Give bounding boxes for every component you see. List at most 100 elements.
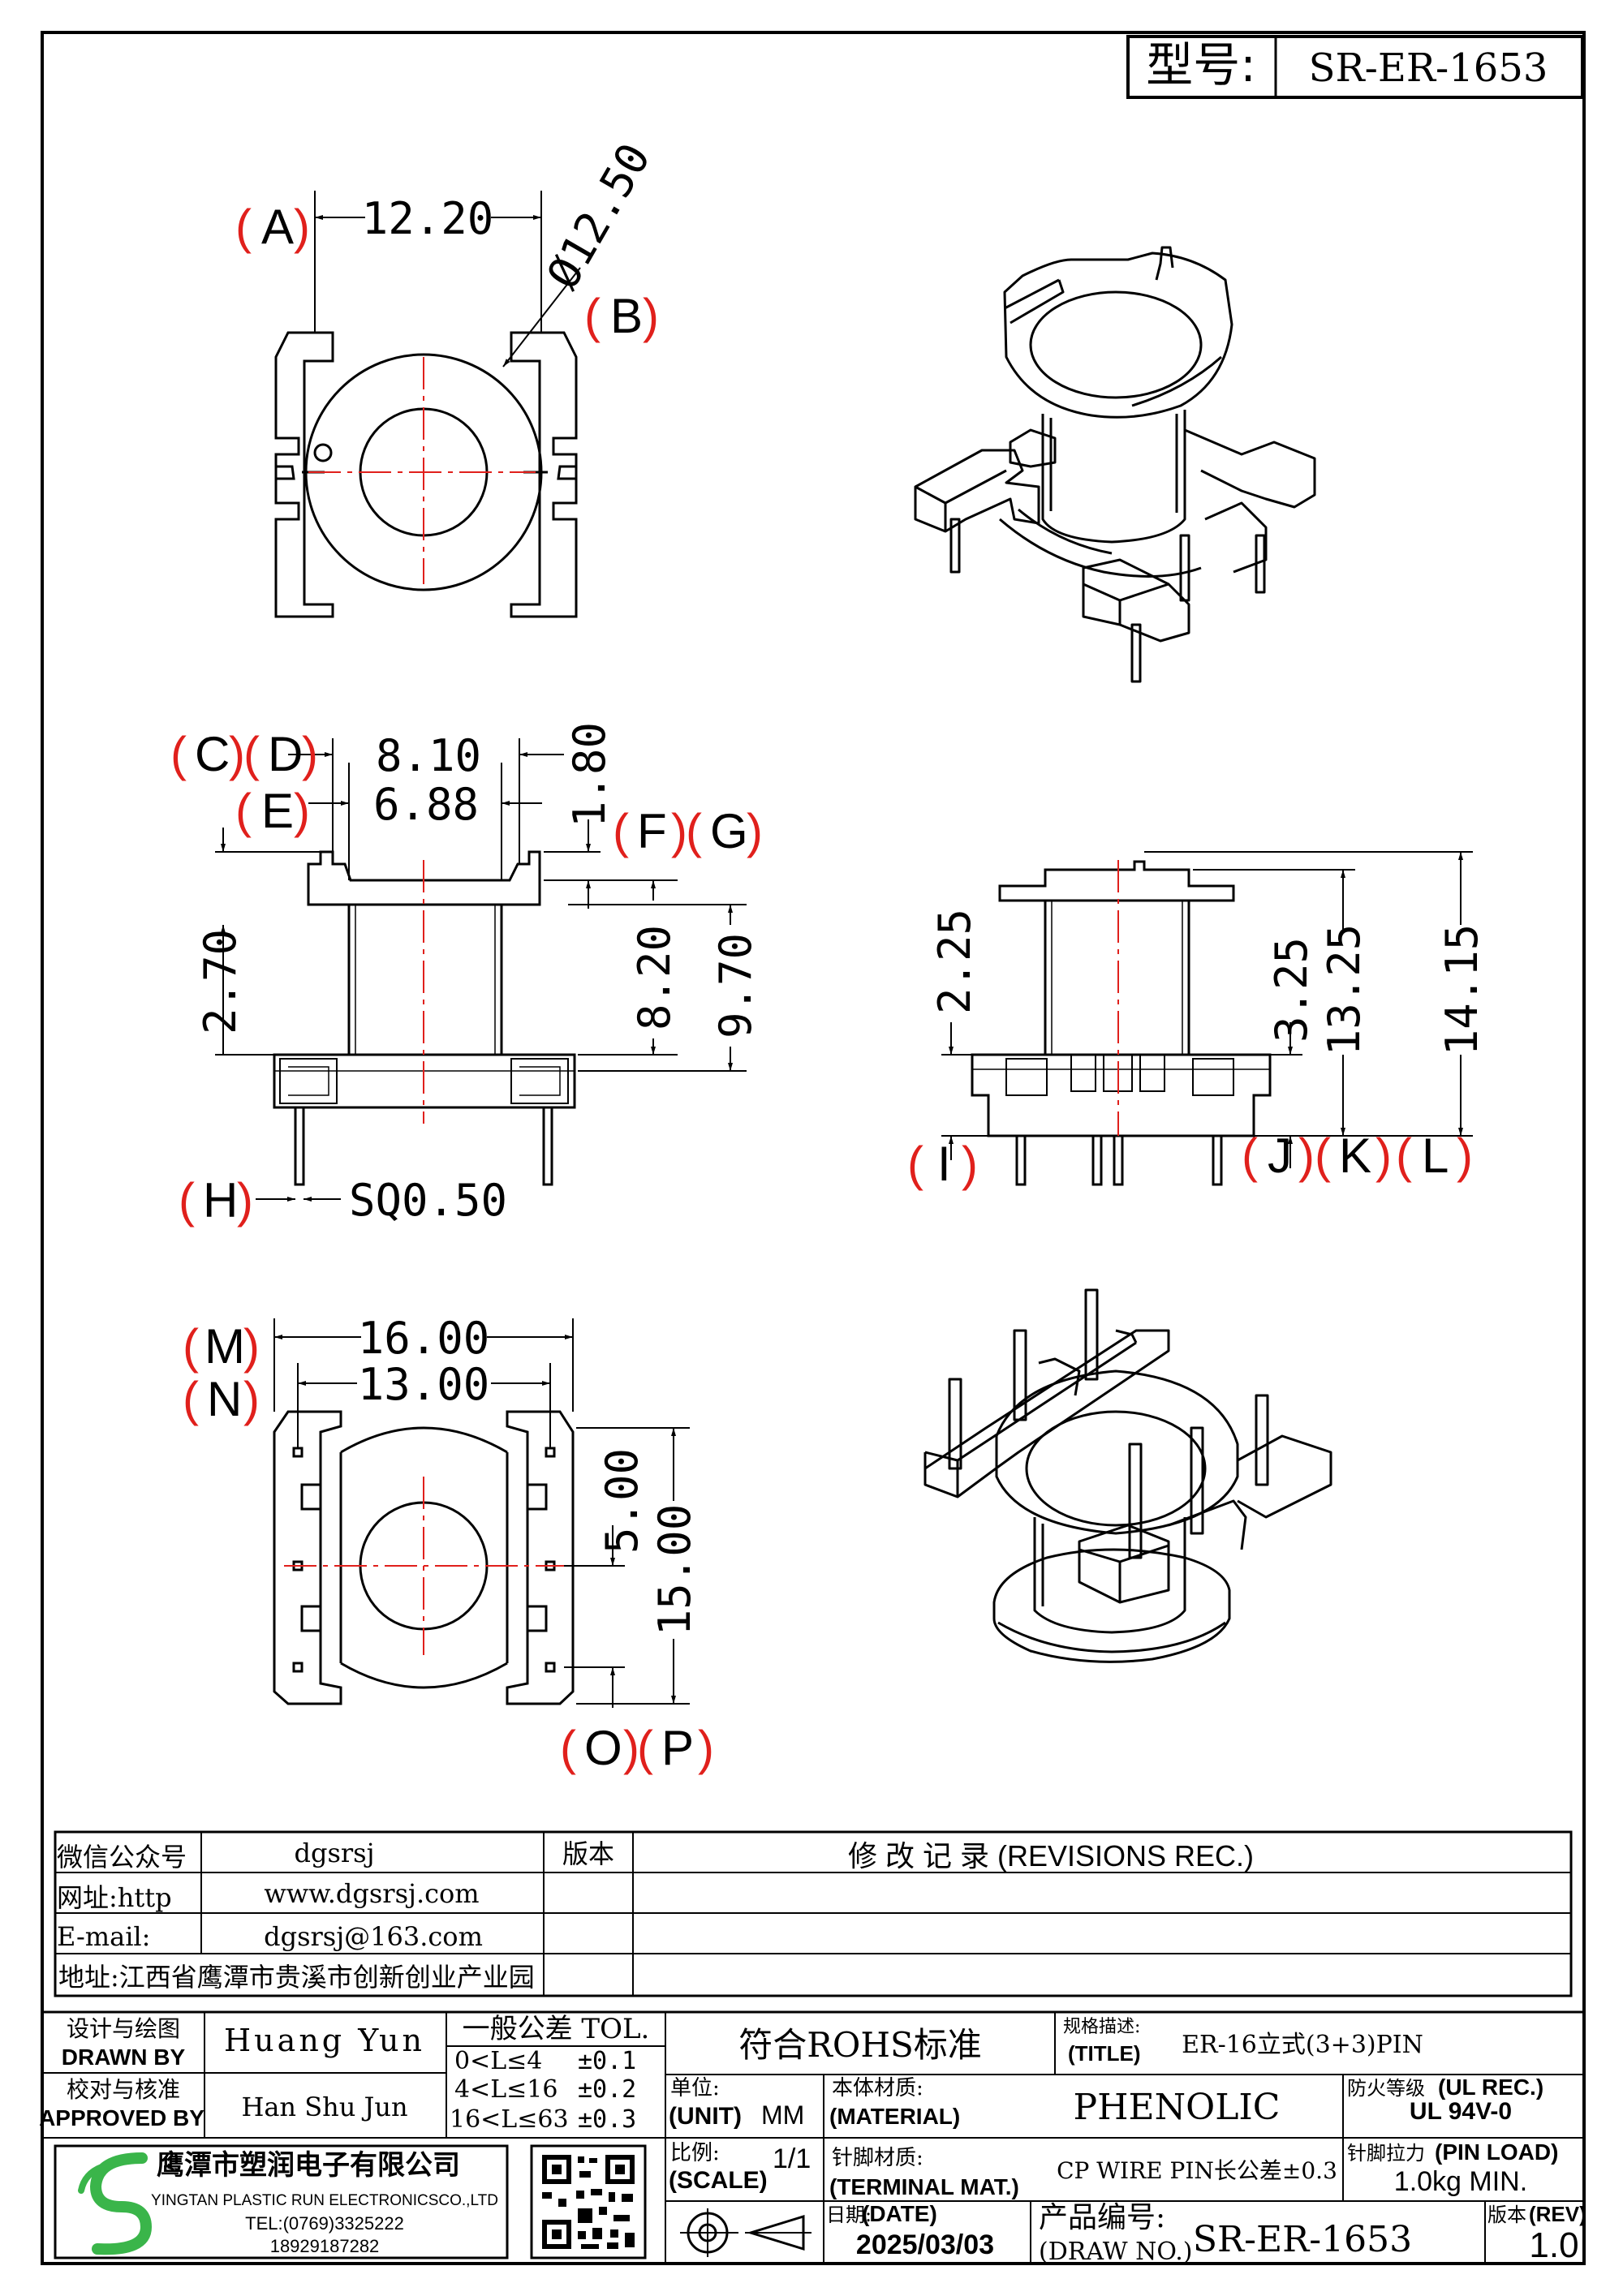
dim-bottom-pitch: 5.00 (596, 1448, 648, 1554)
svg-text:(: ( (243, 727, 260, 781)
svg-text:): ) (698, 1721, 714, 1775)
scale-label-en: (SCALE) (669, 2167, 768, 2194)
wechat-label: 微信公众号 (57, 1842, 187, 1872)
svg-text:E: E (261, 784, 294, 838)
svg-text:): ) (243, 1319, 260, 1374)
dim-bottom-outer: 16.00 (358, 1313, 490, 1364)
ul-label-cn: 防火等级 (1347, 2077, 1425, 2100)
ul-label-en: (UL REC.) (1438, 2075, 1543, 2100)
tolerance-header: 一般公差 TOL. (463, 2013, 650, 2045)
svg-text:D: D (268, 727, 303, 781)
isometric-view-top (914, 246, 1316, 683)
svg-text:): ) (1457, 1129, 1473, 1183)
tag-a: ( A ) (235, 200, 310, 254)
model-box: 型号: SR-ER-1653 (1126, 35, 1584, 99)
version-header: 版本 (562, 1838, 614, 1869)
tag-f: ( F ) (613, 804, 687, 858)
svg-text:): ) (302, 727, 318, 781)
dim-top-diameter: Ø12.50 (537, 135, 661, 297)
svg-text:(: ( (613, 804, 629, 858)
svg-text:(: ( (1315, 1129, 1331, 1183)
dim-bottom-inner: 13.00 (358, 1359, 490, 1410)
email-value[interactable]: dgsrsj@163.com (264, 1921, 483, 1952)
tag-o: ( O ) (560, 1721, 639, 1775)
company-tel: TEL:(0769)3325222 (245, 2213, 404, 2234)
svg-text:(: ( (560, 1721, 576, 1775)
tag-e: ( E ) (235, 784, 310, 838)
unit-value: MM (761, 2100, 804, 2130)
svg-text:B: B (610, 289, 643, 343)
website-value[interactable]: www.dgsrsj.com (264, 1878, 479, 1909)
date-label-en: (DATE) (862, 2201, 937, 2226)
svg-text:): ) (962, 1137, 978, 1191)
tag-g: ( G ) (686, 804, 763, 858)
info-table (54, 1830, 1573, 1997)
svg-text:): ) (1375, 1129, 1392, 1183)
dim-side-outer: 8.10 (376, 730, 481, 781)
qr-code-icon[interactable] (540, 2152, 637, 2251)
date-label-cn: 日期: (826, 2204, 872, 2226)
dim-front-total: 14.15 (1436, 924, 1487, 1056)
address: 地址:江西省鹰潭市贵溪市创新创业产业园 (58, 1962, 535, 1993)
drawno-label-en: (DRAW NO.) (1039, 2238, 1193, 2266)
load-value: 1.0kg MIN. (1394, 2166, 1527, 2197)
svg-text:(: ( (235, 200, 252, 254)
email-label: E-mail: (57, 1921, 150, 1952)
scale-label-cn: 比例: (670, 2141, 720, 2165)
svg-text:(: ( (637, 1721, 653, 1775)
svg-text:): ) (643, 289, 659, 343)
approver-label-en: APPROVED BY (39, 2105, 204, 2130)
rohs-compliance: 符合ROHS标准 (738, 2025, 981, 2065)
dim-front-body: 13.25 (1319, 924, 1370, 1056)
dim-front-base: 3.25 (1266, 937, 1317, 1043)
model-number: SR-ER-1653 (1309, 45, 1548, 91)
drawno-value: SR-ER-1653 (1193, 2219, 1412, 2260)
svg-text:(: ( (183, 1372, 199, 1426)
svg-text:): ) (623, 1721, 639, 1775)
tag-i: ( I ) (907, 1137, 978, 1191)
title-block-grid (41, 2010, 1586, 2265)
svg-text:): ) (237, 1173, 253, 1228)
designer-label-en: DRAWN BY (62, 2044, 186, 2070)
company-name: 鹰潭市塑润电子有限公司 (157, 2149, 460, 2182)
company-block (54, 2144, 647, 2259)
dim-side-pin: SQ0.50 (349, 1175, 507, 1226)
designer-label-cn: 设计与绘图 (67, 2015, 180, 2042)
tol-value-3: ±0.3 (578, 2105, 636, 2134)
revisions-header: 修 改 记 录 (REVISIONS REC.) (848, 1839, 1254, 1872)
svg-text:M: M (204, 1319, 245, 1374)
svg-text:(: ( (235, 784, 252, 838)
svg-text:(: ( (1396, 1129, 1412, 1183)
dim-bottom-depth: 15.00 (649, 1504, 700, 1636)
svg-text:J: J (1268, 1129, 1292, 1183)
company-mobile: 18929187282 (270, 2236, 380, 2256)
dim-side-flange: 1.80 (564, 722, 615, 828)
drawno-label-cn: 产品编号: (1039, 2201, 1165, 2234)
load-label-en: (PIN LOAD) (1435, 2139, 1558, 2165)
svg-text:(: ( (170, 727, 187, 781)
terminal-value: CP WIRE PIN长公差±0.3 (1057, 2157, 1337, 2184)
tag-m: ( M ) (183, 1319, 260, 1374)
svg-text:L: L (1422, 1129, 1449, 1183)
dim-side-height: 9.70 (710, 933, 761, 1038)
svg-text:N: N (207, 1372, 242, 1426)
svg-text:G: G (710, 804, 748, 858)
company-logo-icon (78, 2152, 153, 2255)
tol-range-3: 16<L≤63 (450, 2105, 569, 2134)
svg-text:(: ( (183, 1319, 199, 1374)
rev-label-cn: 版本 (1487, 2204, 1526, 2226)
svg-text:): ) (294, 200, 310, 254)
svg-text:C: C (195, 727, 230, 781)
svg-text:(: ( (907, 1137, 923, 1191)
svg-text:): ) (1298, 1129, 1315, 1183)
svg-text:I: I (937, 1137, 951, 1191)
front-view (941, 851, 1473, 1186)
tag-h: ( H ) (179, 1173, 253, 1228)
tag-c: ( C ) (170, 727, 245, 781)
svg-text:): ) (229, 727, 245, 781)
title-value: ER-16立式(3+3)PIN (1182, 2031, 1423, 2059)
terminal-label-cn: 针脚材质: (832, 2146, 923, 2170)
dim-side-inner: 6.88 (373, 779, 479, 830)
top-view (274, 191, 581, 618)
